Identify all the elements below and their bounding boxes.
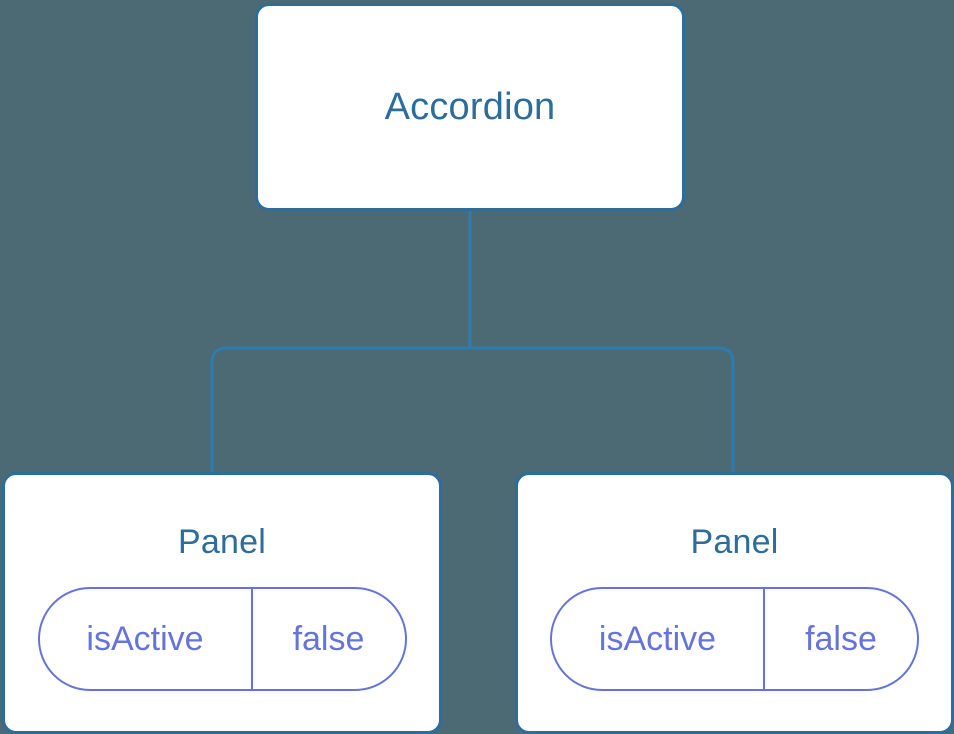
- node-accordion[interactable]: Accordion: [255, 3, 685, 211]
- node-accordion-label: Accordion: [384, 86, 556, 128]
- node-panel-2[interactable]: Panel isActive false: [515, 472, 954, 734]
- state-badge-panel-2[interactable]: isActive false: [550, 587, 919, 691]
- edge-bus-to-children: [210, 346, 735, 476]
- state-badge-panel-1[interactable]: isActive false: [37, 587, 407, 691]
- state-value-panel-1: false: [292, 620, 365, 658]
- node-panel-2-label: Panel: [690, 523, 779, 561]
- state-key-panel-1: isActive: [40, 589, 253, 689]
- state-key-panel-2: isActive: [552, 589, 765, 689]
- node-panel-1[interactable]: Panel isActive false: [2, 472, 442, 734]
- state-value-panel-2: false: [805, 620, 877, 658]
- node-panel-1-label: Panel: [178, 523, 266, 561]
